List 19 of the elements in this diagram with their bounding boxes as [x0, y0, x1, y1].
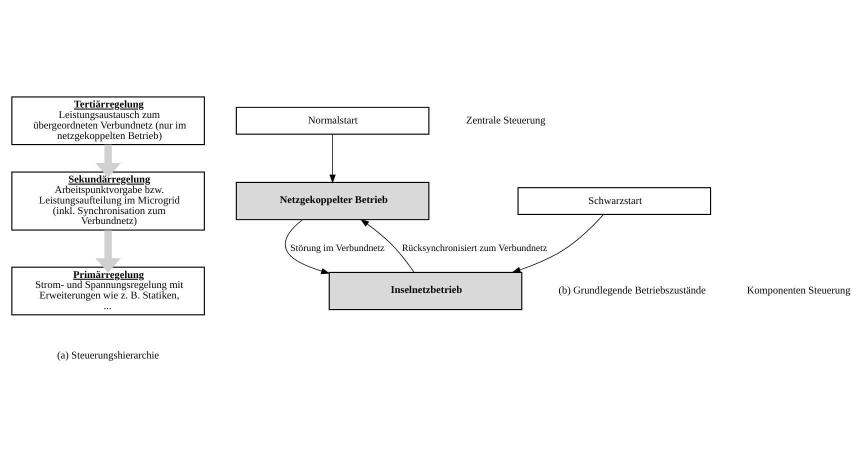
node-box: Schwarzstart: [518, 187, 712, 215]
label: (a) Steuerungshierarchie: [57, 350, 160, 362]
node-box: Normalstart: [236, 106, 430, 135]
arrow: [284, 219, 330, 274]
arrow: [95, 230, 121, 273]
arrow: [512, 214, 604, 273]
arrow: [329, 134, 336, 184]
node-box: Primärregelung Strom- und Spannungsregelung mit Erweiterungen wie z. B. Statiken, ...: [11, 266, 205, 316]
node-box: Sekundärregelung Arbeitspunktvorgabe bzw. Leistungsaufteilung im Microgrid (inkl. Synchronisation zum Verbundnetz): [11, 172, 205, 231]
node-box: Netzgekoppelter Betrieb: [236, 182, 430, 220]
node-box: Tertiärregelung Leistungsaustausch zum übergeordneten Verbundnetz (nur im netzgekoppelten Betrieb): [11, 96, 205, 146]
label: Zentrale Steuerung: [466, 116, 546, 127]
arrow: [95, 144, 121, 178]
node-box: Inselnetzbetrieb: [328, 272, 522, 310]
label: Komponenten Steuerung: [746, 286, 850, 297]
edge-label: Störung im Verbundnetz: [290, 243, 385, 254]
edge-label: Rücksynchronisiert zum Verbundnetz: [402, 243, 548, 254]
arrow: [360, 219, 414, 273]
label: (b) Grundlegende Betriebszustände: [558, 286, 706, 297]
